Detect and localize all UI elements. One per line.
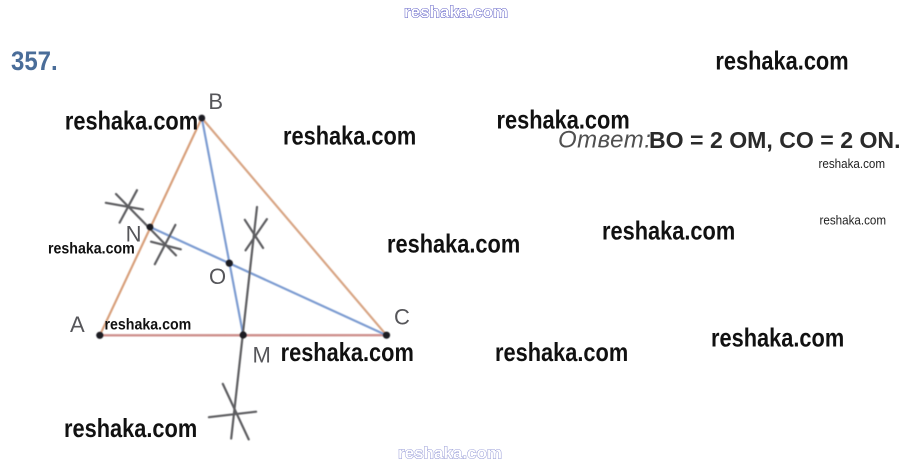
svg-text:reshaka.com: reshaka.com bbox=[281, 339, 414, 368]
svg-text:C: C bbox=[394, 305, 410, 330]
svg-text:reshaka.com: reshaka.com bbox=[48, 240, 135, 258]
svg-text:reshaka.com: reshaka.com bbox=[602, 217, 735, 246]
svg-text:reshaka.com: reshaka.com bbox=[64, 414, 197, 443]
svg-text:BO = 2 OM, CO = 2 ON.: BO = 2 OM, CO = 2 ON. bbox=[649, 127, 901, 153]
svg-text:reshaka.com: reshaka.com bbox=[820, 213, 887, 228]
svg-text:N: N bbox=[126, 222, 142, 247]
svg-text:reshaka.com: reshaka.com bbox=[819, 156, 886, 171]
svg-text:O: O bbox=[209, 264, 226, 289]
svg-text:357.: 357. bbox=[11, 47, 58, 77]
svg-text:reshaka.com: reshaka.com bbox=[283, 122, 416, 151]
svg-text:B: B bbox=[208, 89, 223, 114]
svg-text:reshaka.com: reshaka.com bbox=[711, 324, 844, 353]
svg-text:reshaka.com: reshaka.com bbox=[497, 106, 630, 135]
svg-text:reshaka.com: reshaka.com bbox=[105, 316, 192, 334]
svg-text:reshaka.com: reshaka.com bbox=[495, 338, 628, 367]
svg-text:reshaka.com: reshaka.com bbox=[715, 47, 848, 76]
svg-text:A: A bbox=[70, 312, 85, 337]
svg-text:reshaka.com: reshaka.com bbox=[404, 3, 508, 22]
svg-text:Ответ:: Ответ: bbox=[558, 127, 651, 154]
svg-text:reshaka.com: reshaka.com bbox=[398, 444, 502, 459]
svg-text:reshaka.com: reshaka.com bbox=[387, 230, 520, 259]
svg-text:reshaka.com: reshaka.com bbox=[65, 107, 198, 136]
svg-text:M: M bbox=[253, 343, 271, 368]
